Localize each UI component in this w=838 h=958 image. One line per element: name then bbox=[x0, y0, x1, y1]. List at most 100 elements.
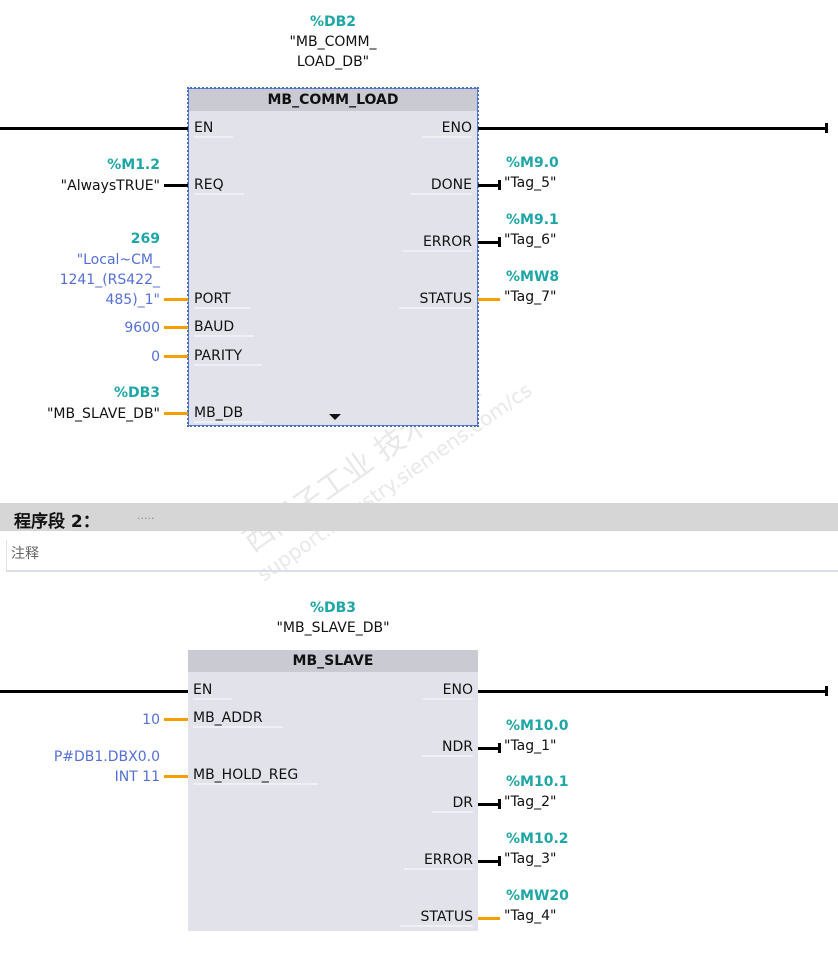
network1-operand-address: %M9.0 bbox=[506, 155, 559, 171]
network2-input-pin-mb_hold_reg[interactable]: MB_HOLD_REG bbox=[193, 767, 319, 785]
network2-output-operand[interactable]: %M10.2 "Tag_3" bbox=[504, 828, 569, 868]
network2-output-wire bbox=[478, 747, 500, 750]
network1-operand-name: "Tag_5" bbox=[504, 175, 557, 191]
network1-operand-name: "AlwaysTRUE" bbox=[60, 178, 160, 194]
network1-operand-name: 485)_1" bbox=[105, 292, 160, 308]
network1-output-operand[interactable]: %MW8 "Tag_7" bbox=[504, 266, 559, 306]
network1-input-operand[interactable]: %M1.2 "AlwaysTRUE" bbox=[61, 154, 160, 196]
network2-output-pin-eno[interactable]: ENO bbox=[422, 682, 473, 700]
network2-instance-address: %DB3 bbox=[309, 600, 357, 616]
network2-output-operand[interactable]: %M10.1 "Tag_2" bbox=[504, 771, 569, 811]
network1-output-operand[interactable]: %M9.1 "Tag_6" bbox=[504, 209, 559, 249]
network2-output-wire bbox=[478, 860, 500, 863]
network2-block-title: MB_SLAVE bbox=[188, 650, 478, 672]
network1-operand-name: "Local~CM_ bbox=[76, 252, 160, 268]
network1-input-operand[interactable]: 269 "Local~CM_ 1241_(RS422_ 485)_1" bbox=[60, 228, 160, 310]
network2-operand-name: "Tag_4" bbox=[504, 908, 557, 924]
network2-output-operand[interactable]: %MW20 "Tag_4" bbox=[504, 885, 569, 925]
network2-output-terminator bbox=[498, 856, 501, 866]
network1-output-pin-error[interactable]: ERROR bbox=[402, 234, 472, 252]
network1-operand-name: 1241_(RS422_ bbox=[59, 272, 160, 288]
network2-right-rail-wire bbox=[478, 690, 826, 693]
network2-input-operand[interactable]: 10 bbox=[142, 710, 160, 730]
network1-output-pin-eno[interactable]: ENO bbox=[421, 120, 472, 138]
network2-left-rail-wire bbox=[0, 690, 188, 693]
network1-instance-db[interactable]: %DB2 "MB_COMM_ LOAD_DB" bbox=[188, 12, 478, 72]
network1-operand-address: %DB3 bbox=[113, 385, 160, 401]
network1-instance-name: LOAD_DB" bbox=[296, 54, 370, 70]
network1-input-wire bbox=[164, 412, 188, 415]
network1-operand-address: %MW8 bbox=[506, 269, 560, 285]
network2-input-pin-en[interactable]: EN bbox=[193, 682, 233, 700]
network2-input-wire bbox=[164, 718, 188, 721]
network2-instance-name: "MB_SLAVE_DB" bbox=[276, 620, 390, 636]
network2-output-pin-ndr[interactable]: NDR bbox=[422, 739, 473, 757]
network1-operand-name: "Tag_6" bbox=[504, 232, 557, 248]
network1-output-wire bbox=[478, 184, 500, 187]
network1-input-wire bbox=[164, 298, 188, 301]
network2-output-terminator bbox=[498, 799, 501, 809]
network1-input-wire bbox=[164, 184, 188, 187]
network2-output-operand[interactable]: %M10.0 "Tag_1" bbox=[504, 715, 569, 755]
network2-output-wire bbox=[478, 917, 500, 920]
network2-function-block[interactable]: MB_SLAVE EN MB_ADDR MB_HOLD_REG ENO NDR DR ERRO… bbox=[188, 650, 478, 931]
network2-operand-name: P#DB1.DBX0.0 bbox=[53, 749, 160, 765]
network1-operand-address: %M1.2 bbox=[107, 157, 160, 173]
network1-output-pin-done[interactable]: DONE bbox=[410, 177, 472, 195]
network1-block-title: MB_COMM_LOAD bbox=[189, 89, 477, 111]
network1-operand-name: 0 bbox=[151, 349, 160, 365]
network1-output-terminator bbox=[498, 237, 501, 247]
network2-output-wire bbox=[478, 803, 500, 806]
network1-input-pin-mb_db[interactable]: MB_DB bbox=[194, 405, 264, 423]
network1-operand-address: %M9.1 bbox=[506, 212, 559, 228]
network1-input-operand[interactable]: 9600 bbox=[124, 318, 160, 338]
network1-input-wire bbox=[164, 355, 188, 358]
network-2-comment[interactable]: 注释 bbox=[6, 540, 838, 572]
network-2-name[interactable]: ..... bbox=[137, 509, 155, 522]
network2-rail-end bbox=[825, 686, 828, 696]
network1-left-rail-wire bbox=[0, 127, 188, 130]
network1-input-pin-en[interactable]: EN bbox=[194, 120, 234, 138]
network1-instance-address: %DB2 bbox=[309, 14, 357, 30]
network1-input-pin-baud[interactable]: BAUD bbox=[194, 319, 255, 337]
network2-operand-address: %M10.2 bbox=[506, 831, 569, 847]
network2-input-wire bbox=[164, 775, 188, 778]
network2-operand-address: %MW20 bbox=[506, 888, 569, 904]
network1-output-operand[interactable]: %M9.0 "Tag_5" bbox=[504, 152, 559, 192]
network1-operand-name: 9600 bbox=[124, 320, 160, 336]
network1-input-wire bbox=[164, 326, 188, 329]
network2-operand-name: INT 11 bbox=[114, 769, 160, 785]
network1-operand-name: "MB_SLAVE_DB" bbox=[46, 406, 160, 422]
network1-output-wire bbox=[478, 298, 500, 301]
network2-input-pin-mb_addr[interactable]: MB_ADDR bbox=[193, 710, 283, 728]
network2-operand-address: %M10.1 bbox=[506, 774, 569, 790]
network2-operand-name: 10 bbox=[142, 712, 160, 728]
network2-output-terminator bbox=[498, 743, 501, 753]
network1-input-pin-req[interactable]: REQ bbox=[194, 177, 244, 195]
network2-operand-name: "Tag_2" bbox=[504, 794, 557, 810]
network-2-header[interactable]: 程序段 2： ..... bbox=[0, 503, 838, 532]
network1-rail-end bbox=[825, 123, 828, 133]
network1-function-block[interactable]: MB_COMM_LOAD EN REQ PORT BAUD PARITY MB_DB ENO D… bbox=[187, 87, 479, 427]
network1-right-rail-wire bbox=[478, 127, 826, 130]
network1-output-terminator bbox=[498, 180, 501, 190]
network2-output-pin-dr[interactable]: DR bbox=[432, 795, 473, 813]
network1-input-operand[interactable]: %DB3 "MB_SLAVE_DB" bbox=[47, 382, 160, 424]
network1-operand-name: "Tag_7" bbox=[504, 289, 557, 305]
network2-output-pin-status[interactable]: STATUS bbox=[400, 909, 473, 927]
network2-output-pin-error[interactable]: ERROR bbox=[403, 852, 473, 870]
network2-operand-name: "Tag_3" bbox=[504, 851, 557, 867]
network1-input-pin-port[interactable]: PORT bbox=[194, 291, 251, 309]
network1-input-operand[interactable]: 0 bbox=[151, 347, 160, 367]
network1-operand-address: 269 bbox=[130, 231, 160, 247]
network2-operand-address: %M10.0 bbox=[506, 718, 569, 734]
network1-instance-name: "MB_COMM_ bbox=[289, 34, 377, 50]
network1-expand-triangle-down-icon[interactable] bbox=[329, 414, 341, 420]
network2-instance-db[interactable]: %DB3 "MB_SLAVE_DB" bbox=[188, 598, 478, 638]
network1-input-pin-parity[interactable]: PARITY bbox=[194, 348, 263, 366]
network1-output-wire bbox=[478, 241, 500, 244]
network1-output-pin-status[interactable]: STATUS bbox=[399, 291, 472, 309]
network-2-title: 程序段 2： bbox=[14, 512, 100, 532]
network2-operand-name: "Tag_1" bbox=[504, 738, 557, 754]
